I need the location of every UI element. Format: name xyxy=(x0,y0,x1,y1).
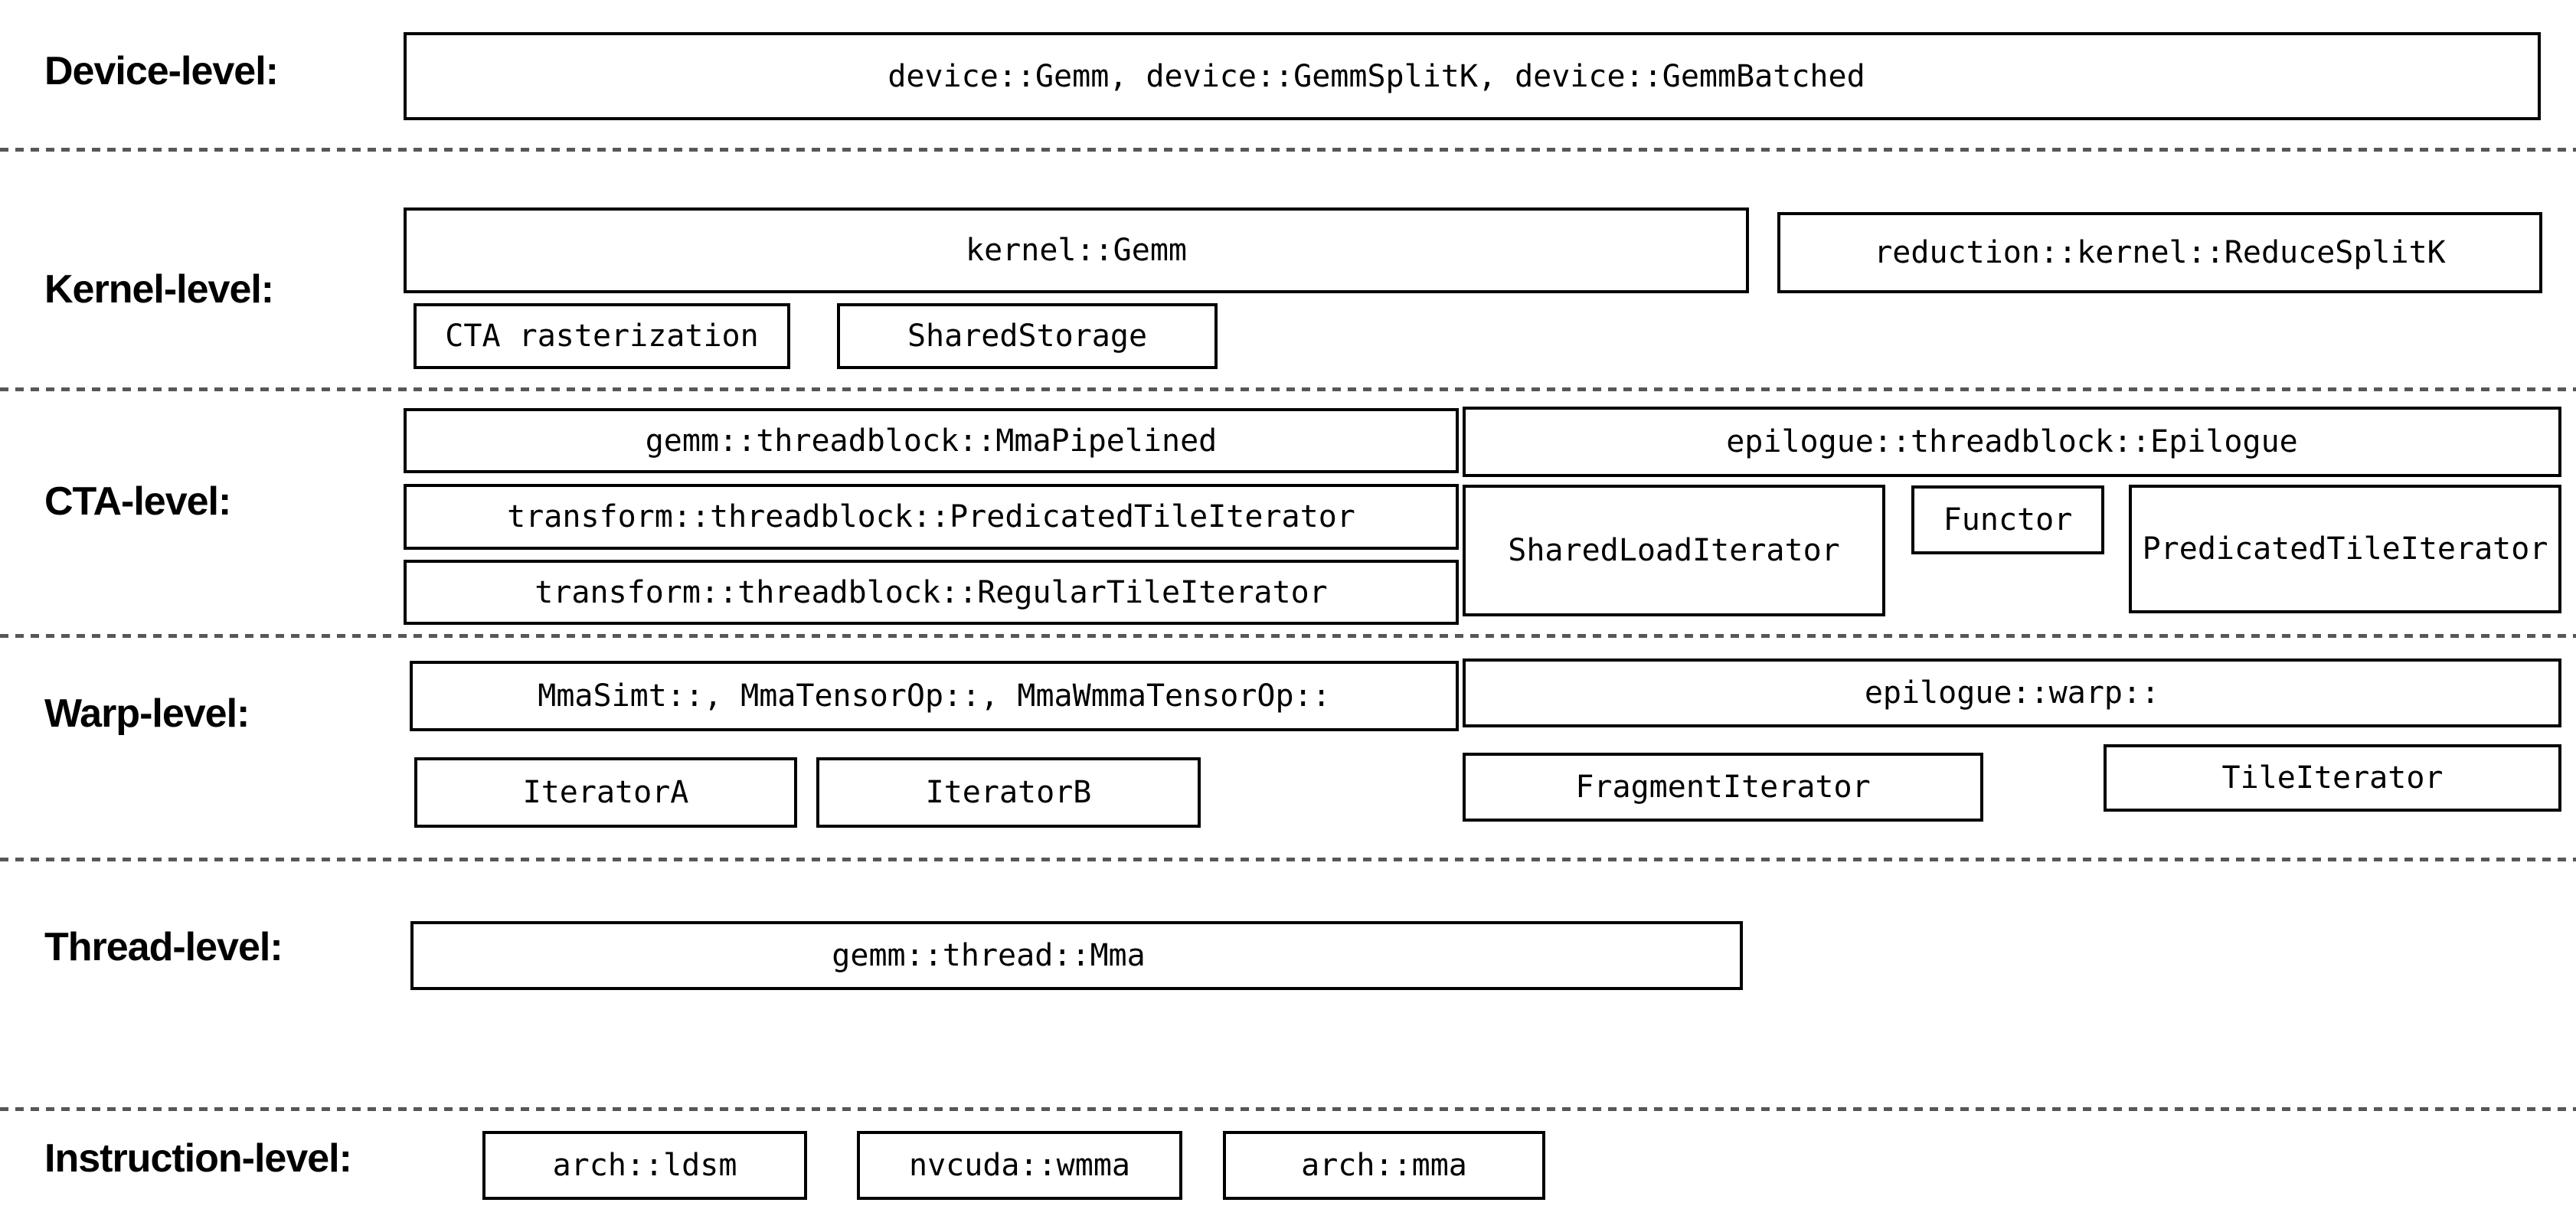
box-thread-mma: gemm::thread::Mma xyxy=(410,921,1743,990)
box-epilogue-predicated-tile-iterator: PredicatedTileIterator xyxy=(2129,485,2561,613)
box-nvcuda-wmma: nvcuda::wmma xyxy=(857,1131,1182,1200)
box-shared-load-iterator: SharedLoadIterator xyxy=(1463,485,1885,616)
level-label-device: Device-level: xyxy=(44,49,279,93)
level-label-instruction: Instruction-level: xyxy=(44,1136,352,1181)
level-label-warp: Warp-level: xyxy=(44,691,250,736)
divider-warp-thread xyxy=(0,858,2576,861)
box-arch-mma: arch::mma xyxy=(1223,1131,1545,1200)
box-warp-mma: MmaSimt::, MmaTensorOp::, MmaWmmaTensorO… xyxy=(410,661,1459,731)
box-kernel-gemm: kernel::Gemm xyxy=(404,208,1749,293)
divider-thread-instruction xyxy=(0,1107,2576,1111)
box-epilogue-warp: epilogue::warp:: xyxy=(1463,659,2561,727)
box-epilogue-threadblock: epilogue::threadblock::Epilogue xyxy=(1463,407,2561,477)
box-device-gemm: device::Gemm, device::GemmSplitK, device… xyxy=(404,32,2541,120)
box-functor: Functor xyxy=(1911,485,2104,554)
box-predicated-tile-iterator: transform::threadblock::PredicatedTileIt… xyxy=(404,484,1459,550)
box-cta-rasterization: CTA rasterization xyxy=(414,303,790,369)
box-arch-ldsm: arch::ldsm xyxy=(482,1131,807,1200)
box-mma-pipelined: gemm::threadblock::MmaPipelined xyxy=(404,408,1459,473)
divider-cta-warp xyxy=(0,634,2576,638)
box-fragment-iterator: FragmentIterator xyxy=(1463,753,1983,822)
level-label-thread: Thread-level: xyxy=(44,925,283,969)
box-tile-iterator: TileIterator xyxy=(2104,744,2561,812)
box-shared-storage: SharedStorage xyxy=(837,303,1218,369)
box-regular-tile-iterator: transform::threadblock::RegularTileItera… xyxy=(404,560,1459,625)
level-label-cta: CTA-level: xyxy=(44,479,231,524)
box-iterator-b: IteratorB xyxy=(816,757,1201,828)
level-label-kernel: Kernel-level: xyxy=(44,267,274,312)
box-reduction-kernel-reduce-splitk: reduction::kernel::ReduceSplitK xyxy=(1777,212,2542,293)
divider-device-kernel xyxy=(0,148,2576,152)
box-iterator-a: IteratorA xyxy=(414,757,797,828)
divider-kernel-cta xyxy=(0,387,2576,391)
